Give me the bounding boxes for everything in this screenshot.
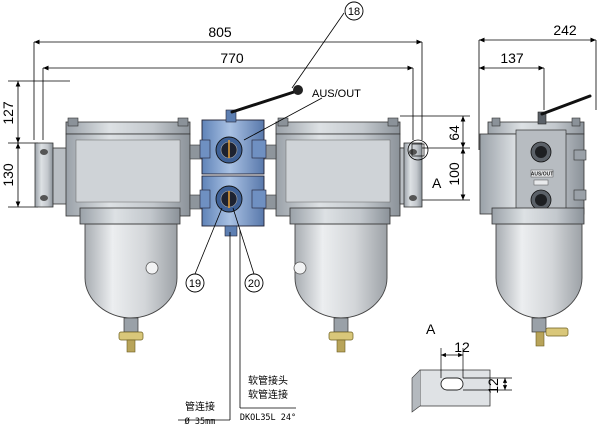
side-lever	[540, 94, 592, 116]
callout-18-circle	[344, 1, 364, 21]
side-view-filter: AUS/OUT	[479, 94, 592, 347]
callout-18: 18	[348, 6, 360, 18]
valve-lever	[230, 89, 299, 114]
detail-slot-width: 12	[454, 339, 470, 355]
outlet-label: AUS/OUT	[312, 88, 361, 100]
callout-20-circle	[244, 273, 264, 293]
dim-770: 770	[220, 50, 244, 66]
note-pipe-connection: 管连接	[185, 400, 215, 413]
detail-a-slot	[411, 348, 512, 413]
dim-242: 242	[553, 22, 577, 38]
note-pipe-diameter: Ø 35mm	[185, 416, 216, 427]
dim-127: 127	[0, 101, 16, 125]
dim-805: 805	[208, 24, 232, 40]
dim-100: 100	[446, 162, 462, 186]
callout-19: 19	[189, 278, 201, 290]
changeover-valve	[189, 85, 303, 237]
side-port-label: AUS/OUT	[531, 172, 554, 178]
dimension-lines	[8, 37, 597, 208]
detail-slot-height: 12	[485, 378, 501, 394]
right-filter-housing	[275, 117, 429, 353]
note-hose-spec: DKOL35L 24°	[240, 413, 296, 423]
view-a-label: A	[432, 175, 442, 191]
note-hose-connection: 软管连接	[248, 388, 288, 401]
callout-20: 20	[248, 278, 260, 290]
callout-19-circle	[185, 273, 205, 293]
left-filter-housing	[34, 117, 191, 353]
detail-a-label: A	[426, 321, 436, 337]
dim-137: 137	[500, 50, 524, 66]
note-hose-fitting: 软管接头	[248, 374, 288, 387]
dim-130: 130	[0, 163, 16, 187]
dim-64: 64	[446, 125, 462, 141]
callout-leaders	[178, 12, 345, 421]
